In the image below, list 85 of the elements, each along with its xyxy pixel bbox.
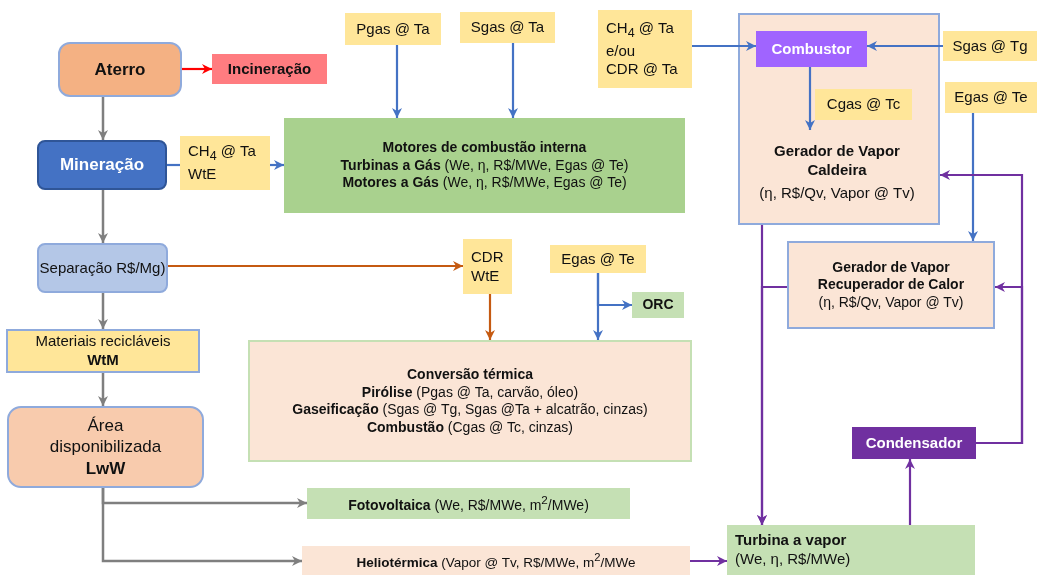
node-label: Mineração <box>59 154 145 176</box>
node-label: Sgas @ Tg <box>952 36 1028 56</box>
process-box <box>307 488 630 519</box>
arrow <box>270 160 284 170</box>
arrow <box>805 67 815 130</box>
node-label: Aterro <box>94 58 146 81</box>
arrow <box>392 45 402 118</box>
arrow <box>593 273 603 340</box>
data-box <box>943 31 1037 61</box>
arrow <box>98 97 108 140</box>
node-title: Motores de combustão interna <box>382 139 587 157</box>
node-label: Separação R$/Mg) <box>39 258 166 278</box>
node-label: Heliotérmica (Vapor @ Tv, R$/MWe, m$^{2}$/MWe <box>356 549 636 572</box>
arrow <box>757 285 787 525</box>
node-title: Gerador de Vapor Caldeira <box>773 142 901 180</box>
process-box <box>37 140 167 190</box>
arrow <box>976 282 1024 445</box>
process-box <box>756 31 867 67</box>
process-box <box>212 54 327 84</box>
node-label: Egas @ Te <box>954 88 1028 107</box>
node-label: Turbinas a Gás (We, η, R$/MWe, Egas @ Te) <box>340 156 629 175</box>
arrow <box>508 43 518 118</box>
arrow <box>98 373 108 406</box>
data-box <box>180 136 270 190</box>
arrow <box>168 261 463 271</box>
node-label: Fotovoltaica (We, R$/MWe, m$^{2}$/MWe) <box>348 492 589 515</box>
node-label: WtM <box>87 351 119 370</box>
arrow <box>905 459 915 525</box>
node-label: Combustão (Cgas @ Tc, cinzas) <box>366 418 574 436</box>
data-box <box>345 13 441 45</box>
node-label: Cgas @ Tc <box>826 95 901 114</box>
node-label: CDR @ Ta <box>606 60 678 80</box>
node-label: Egas @ Te <box>561 249 635 269</box>
node-label: Área disponibilizada <box>48 415 163 458</box>
node-label: Condensador <box>865 433 963 453</box>
node-label: Incineração <box>227 59 312 79</box>
process-box <box>727 525 975 575</box>
node-label: Sgas @ Ta <box>470 18 545 37</box>
data-box <box>460 12 555 43</box>
node-label: CH$_{4}$ @ Ta <box>606 18 674 42</box>
node-label: Pgas @ Ta <box>356 19 430 39</box>
data-box <box>550 245 646 273</box>
process-box <box>787 241 995 329</box>
data-box <box>945 82 1037 113</box>
node-label: e/ou <box>606 41 636 61</box>
arrow <box>98 190 108 243</box>
data-box <box>598 10 692 88</box>
node-title: Gerador de Vapor Recuperador de Calor <box>816 258 966 294</box>
node-label: (η, R$/Qv, Vapor @ Tv) <box>818 293 964 312</box>
node-title: Conversão térmica <box>406 366 534 384</box>
node-label: WtE <box>188 164 217 184</box>
arrow <box>968 113 978 241</box>
arrow <box>485 294 495 340</box>
process-box <box>852 427 976 459</box>
node-label: CDR <box>471 247 504 267</box>
node-label: ORC <box>642 296 674 314</box>
process-box <box>37 243 168 293</box>
arrow <box>867 41 943 51</box>
node-label: WtE <box>471 266 500 286</box>
node-label: (η, R$/Qv, Vapor @ Tv) <box>759 183 915 203</box>
arrow <box>98 293 108 329</box>
process-box <box>284 118 685 213</box>
arrow <box>182 64 212 74</box>
arrow <box>101 488 302 566</box>
node-label: LwW <box>85 457 126 479</box>
data-box <box>6 329 200 373</box>
node-label: Motores a Gás (We, η, R$/MWe, Egas @ Te) <box>342 174 627 192</box>
data-box <box>815 89 912 120</box>
process-box <box>738 13 940 225</box>
process-box <box>302 546 690 575</box>
node-label: Combustor <box>771 39 852 59</box>
process-box <box>58 42 182 97</box>
node-title: Turbina a vapor <box>735 531 847 550</box>
node-label: Gaseificação (Sgas @ Tg, Sgas @Ta + alcatrão, cinzas) <box>292 401 648 419</box>
process-box <box>632 292 684 318</box>
node-label: (We, η, R$/MWe) <box>735 550 851 569</box>
arrow <box>692 41 756 51</box>
area-box <box>7 406 204 488</box>
arrow <box>690 556 727 566</box>
node-label: CH$_{4}$ @ Ta <box>188 142 256 165</box>
data-box <box>463 239 512 294</box>
node-label: Pirólise (Pgas @ Ta, carvão, óleo) <box>361 383 579 401</box>
node-label: Materiais recicláveis <box>35 332 171 351</box>
connector-line <box>167 163 180 167</box>
process-box <box>248 340 692 462</box>
